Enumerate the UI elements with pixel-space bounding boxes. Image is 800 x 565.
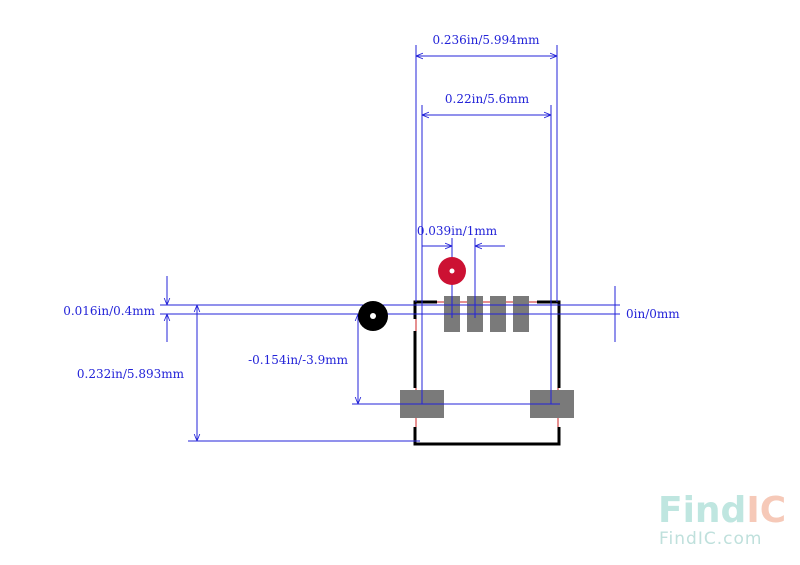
dim-pad-span-label: 0.22in/5.6mm xyxy=(445,92,530,106)
dim-offset-top-label: 0.016in/0.4mm xyxy=(63,304,155,318)
dim-overall-width-label: 0.236in/5.994mm xyxy=(432,33,540,47)
logo-find-text: Find xyxy=(658,490,746,531)
svg-text:FindIC: FindIC xyxy=(658,490,786,531)
dim-pin-pitch-label: 0.039in/1mm xyxy=(417,224,498,238)
origin-marker xyxy=(358,301,388,331)
body-silkscreen xyxy=(413,300,561,446)
logo-ic-text: IC xyxy=(746,490,786,531)
findic-logo: FindIC FindIC.com xyxy=(658,490,786,549)
dim-overall-height-label: 0.232in/5.893mm xyxy=(77,367,185,381)
dim-mount-offset-label: -0.154in/-3.9mm xyxy=(248,353,349,367)
courtyard-outline xyxy=(415,301,559,444)
dimension-lines xyxy=(160,45,620,442)
pin1-marker xyxy=(438,257,466,285)
dim-origin-offset-label: 0in/0mm xyxy=(626,307,680,321)
logo-url-text: FindIC.com xyxy=(659,529,762,549)
